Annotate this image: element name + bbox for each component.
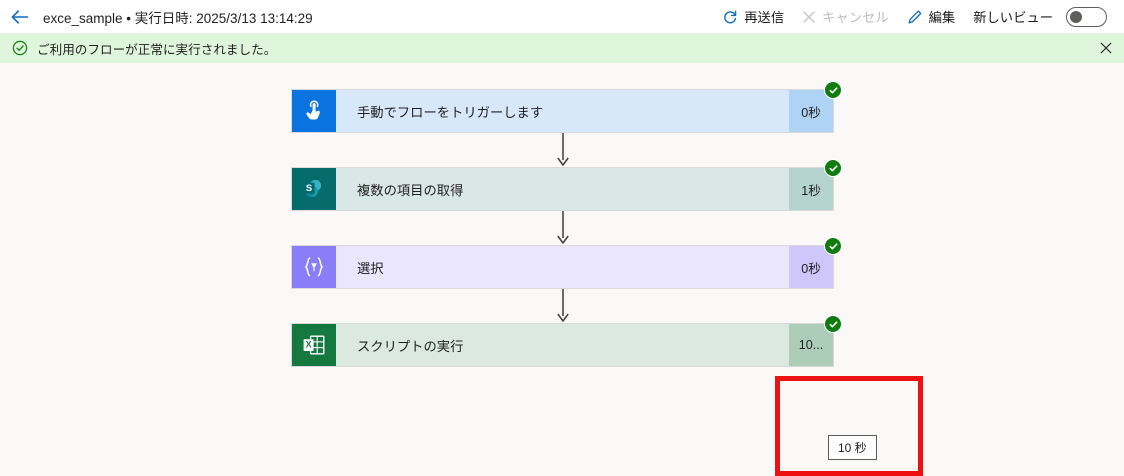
edit-label: 編集 — [928, 10, 956, 25]
connector-arrow — [556, 133, 570, 167]
header-toolbar: 再送信 キャンセル 編集 新しいビュー — [713, 1, 1124, 33]
flow-step-label: 選択 — [357, 260, 384, 276]
check-icon — [829, 86, 837, 93]
status-badge-succeeded — [824, 81, 842, 99]
toggle-knob — [1070, 10, 1082, 23]
flow-step-duration: 1秒 — [789, 168, 833, 210]
arrow-left-icon — [11, 9, 29, 24]
connector-arrow — [556, 211, 570, 245]
check-icon — [829, 242, 837, 249]
notification-message: ご利用のフローが正常に実行されました。 — [37, 42, 277, 57]
back-button[interactable] — [0, 1, 40, 33]
flow-run-canvas: 手動でフローをトリガーします 0秒 S 複数の項目の取得 1秒 — [0, 63, 1124, 476]
flow-step-label: 手動でフローをトリガーします — [357, 104, 544, 120]
edit-button[interactable]: 編集 — [898, 1, 965, 33]
select-braces-icon — [292, 246, 336, 288]
check-icon — [829, 320, 837, 327]
svg-text:S: S — [306, 182, 312, 193]
excel-icon: X — [292, 324, 336, 366]
connector-arrow — [556, 289, 570, 323]
resubmit-button[interactable]: 再送信 — [713, 1, 793, 33]
refresh-icon — [722, 9, 738, 25]
status-badge-succeeded — [824, 315, 842, 333]
status-badge-succeeded — [824, 159, 842, 177]
new-view-toggle[interactable] — [1066, 6, 1107, 27]
check-circle-icon — [12, 40, 28, 56]
resubmit-label: 再送信 — [744, 10, 785, 25]
pencil-icon — [907, 9, 923, 25]
close-icon — [802, 10, 816, 24]
app-header: exce_sample • 実行日時: 2025/3/13 13:14:29 再… — [0, 0, 1124, 33]
page-title: exce_sample • 実行日時: 2025/3/13 13:14:29 — [43, 10, 313, 26]
flow-step-card[interactable]: S 複数の項目の取得 1秒 — [291, 159, 842, 211]
flow-step-label: スクリプトの実行 — [357, 338, 464, 354]
cancel-label: キャンセル — [822, 10, 889, 25]
annotation-highlight-box — [775, 376, 923, 476]
flow-step-card[interactable]: 選択 0秒 — [291, 237, 842, 289]
sharepoint-icon: S — [292, 168, 336, 210]
flow-step-duration: 0秒 — [789, 90, 833, 132]
flow-step-duration[interactable]: 10... — [789, 324, 833, 366]
new-view-label: 新しいビュー — [973, 10, 1053, 25]
cancel-button[interactable]: キャンセル — [793, 1, 897, 33]
duration-tooltip: 10 秒 — [828, 435, 877, 460]
close-icon — [1100, 42, 1112, 54]
manual-trigger-hand-icon — [292, 90, 336, 132]
flow-step-card[interactable]: 手動でフローをトリガーします 0秒 — [291, 81, 842, 133]
check-icon — [829, 164, 837, 171]
status-badge-succeeded — [824, 237, 842, 255]
new-view-toggle-group[interactable]: 新しいビュー — [964, 1, 1116, 33]
flow-step-card[interactable]: X スクリプトの実行 10... — [291, 315, 842, 367]
flow-step-label: 複数の項目の取得 — [357, 182, 464, 198]
notification-close-button[interactable] — [1091, 33, 1121, 63]
svg-text:X: X — [306, 340, 312, 350]
flow-step-duration: 0秒 — [789, 246, 833, 288]
success-notification-bar: ご利用のフローが正常に実行されました。 — [0, 33, 1124, 63]
